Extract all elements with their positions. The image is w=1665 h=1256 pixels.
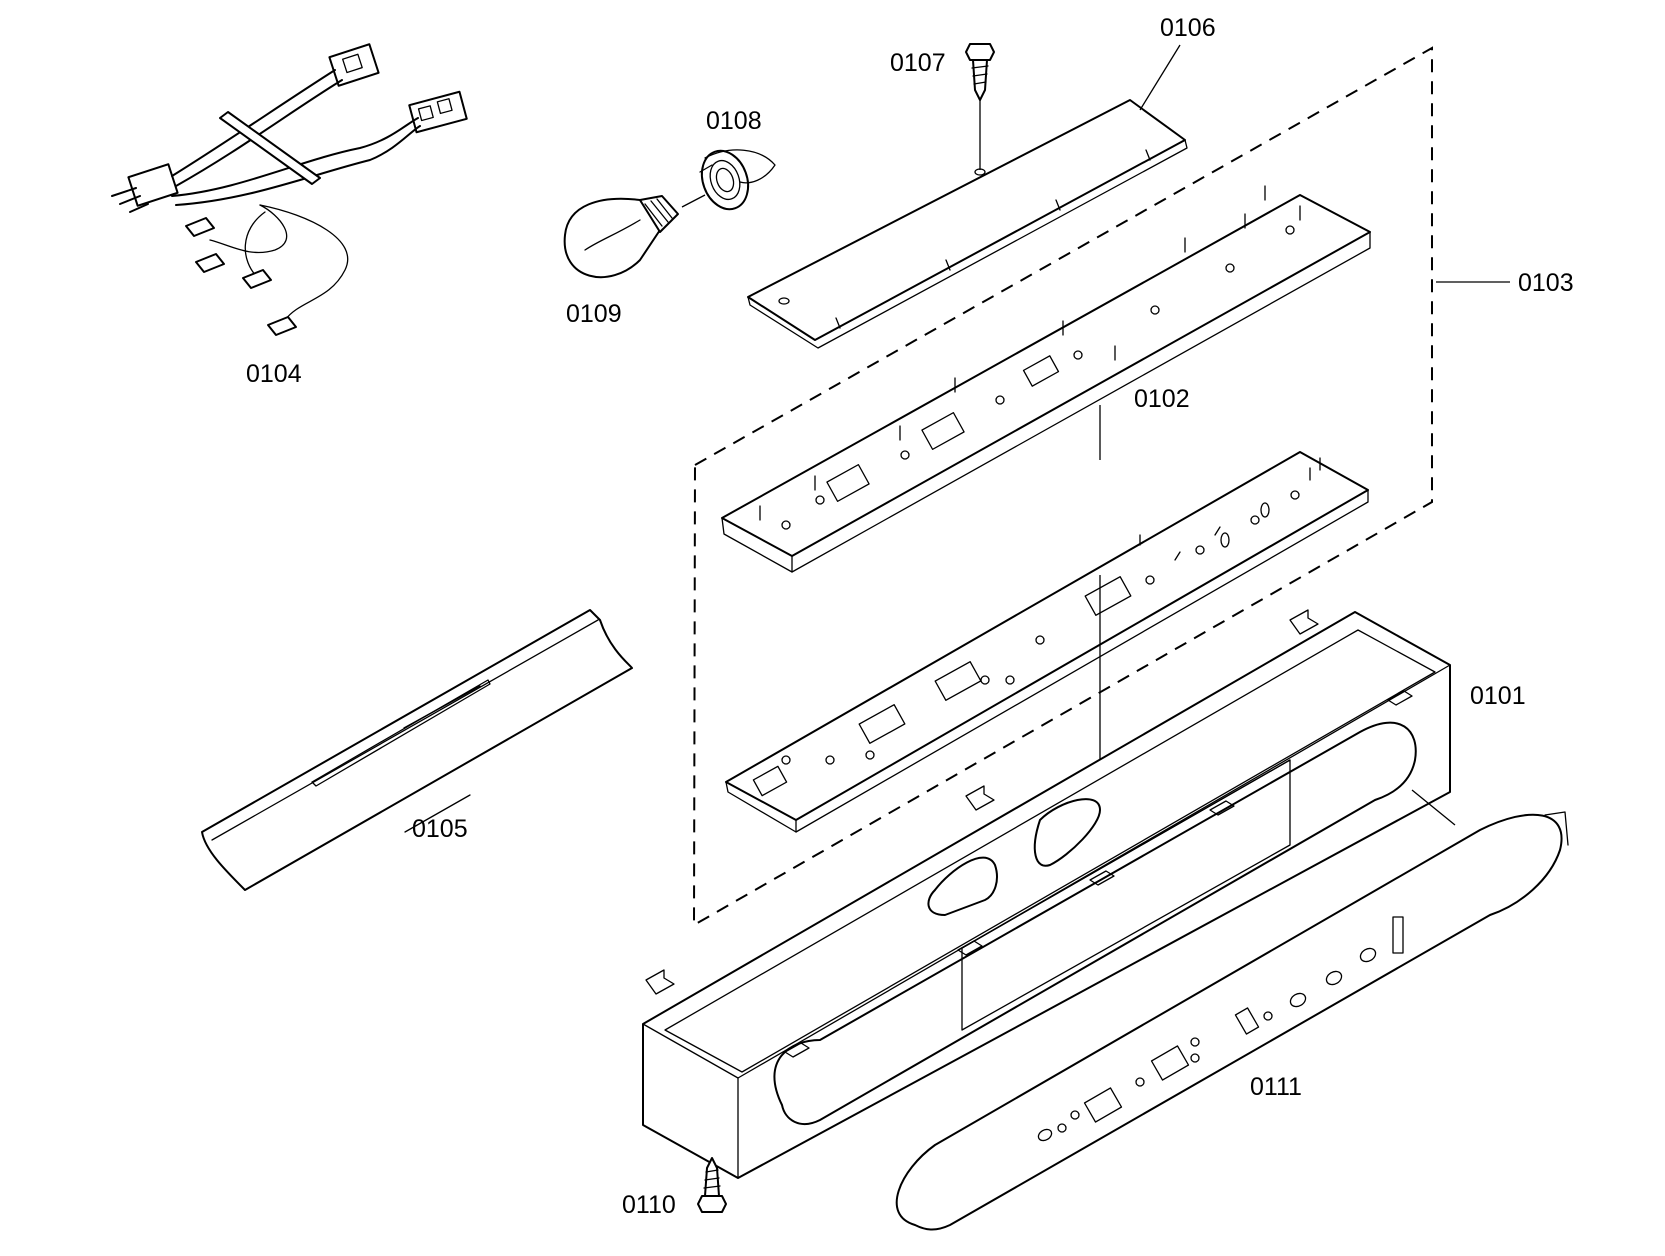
label-0101: 0101 (1470, 682, 1526, 710)
control-housing-0101 (642, 609, 1456, 1179)
label-0104: 0104 (246, 360, 302, 388)
wire-harness-0104 (111, 43, 468, 336)
label-0103: 0103 (1518, 269, 1574, 297)
light-bulb-0109 (563, 194, 706, 279)
label-0106: 0106 (1160, 14, 1216, 42)
label-0109: 0109 (566, 300, 622, 328)
cover-plate-0106 (747, 44, 1188, 349)
circuit-board-0102-upper (721, 185, 1371, 573)
label-0111: 0111 (1250, 1073, 1302, 1101)
screw-0107 (965, 43, 995, 170)
label-0102: 0102 (1134, 385, 1190, 413)
bulb-socket-0108 (699, 149, 776, 211)
label-0108: 0108 (706, 107, 762, 135)
label-0110: 0110 (622, 1191, 676, 1219)
assembly-boundary-0103 (692, 46, 1433, 927)
screw-0110 (697, 1157, 727, 1213)
trim-strip-0105 (201, 609, 633, 891)
label-0105: 0105 (412, 815, 468, 843)
circuit-board-0102-lower (725, 451, 1369, 840)
label-0107: 0107 (890, 49, 946, 77)
front-panel-0111 (895, 811, 1569, 1231)
